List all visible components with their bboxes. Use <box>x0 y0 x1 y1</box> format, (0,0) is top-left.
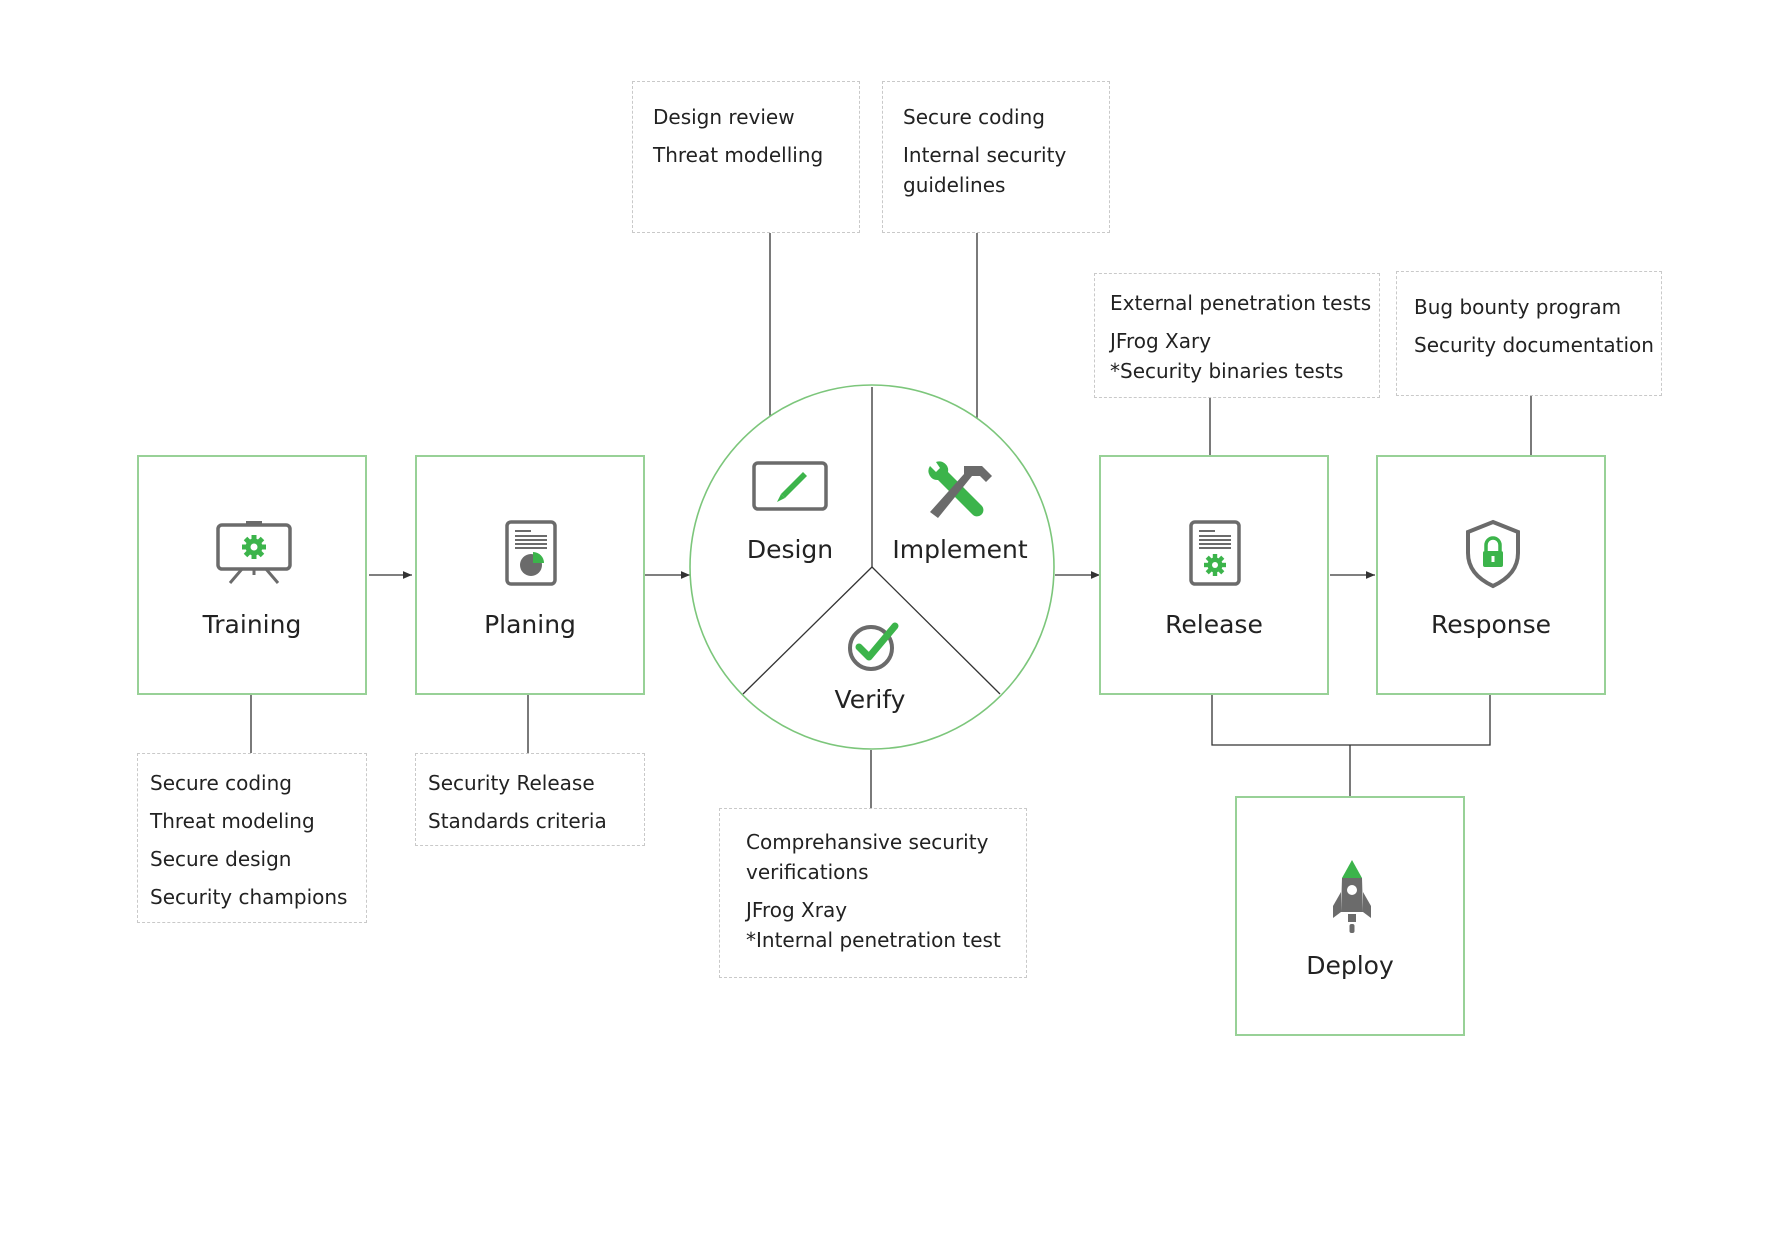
note-item: *Internal penetration test <box>746 928 1001 952</box>
note-planing: Security Release Standards criteria <box>415 753 645 846</box>
note-item: Threat modelling <box>653 143 824 167</box>
note-design: Design review Threat modelling <box>632 81 860 233</box>
note-item: Bug bounty program <box>1414 295 1622 319</box>
note-item: Security Release <box>428 771 595 795</box>
shield-lock-icon <box>1466 519 1520 589</box>
note-item: verifications <box>746 860 869 884</box>
note-item: Secure coding <box>150 771 292 795</box>
presentation-gear-icon <box>216 521 292 584</box>
note-item: Internal security <box>903 143 1067 167</box>
note-item: External penetration tests <box>1110 291 1372 315</box>
note-implement: Secure coding Internal security guidelin… <box>882 81 1110 233</box>
tablet-brush-icon <box>752 461 828 511</box>
stage-response: Response <box>1376 455 1606 695</box>
note-training: Secure coding Threat modeling Secure des… <box>137 753 367 923</box>
note-verify: Comprehansive security verifications JFr… <box>719 808 1027 978</box>
note-item: Security documentation <box>1414 333 1654 357</box>
note-item: Standards criteria <box>428 809 607 833</box>
link-release-response-deploy <box>1211 695 1491 746</box>
stage-label: Response <box>1430 610 1552 639</box>
cycle-label-design: Design <box>746 535 834 564</box>
stage-deploy: Deploy <box>1235 796 1465 1036</box>
note-item: Security champions <box>150 885 348 909</box>
document-chart-icon <box>505 520 557 586</box>
stage-planing: Planing <box>415 455 645 695</box>
hammer-wrench-icon <box>928 461 992 518</box>
note-item: JFrog Xray <box>746 898 848 922</box>
rocket-icon <box>1333 860 1371 933</box>
note-item: Secure design <box>150 847 292 871</box>
stage-training: Training <box>137 455 367 695</box>
note-release: External penetration tests JFrog Xary *S… <box>1094 273 1380 398</box>
note-item: Threat modeling <box>150 809 315 833</box>
note-item: Design review <box>653 105 795 129</box>
stage-label: Planing <box>484 610 576 639</box>
note-item: *Security binaries tests <box>1110 359 1344 383</box>
document-gear-icon <box>1189 520 1241 586</box>
note-item: Comprehansive security <box>746 830 989 854</box>
stage-release: Release <box>1099 455 1329 695</box>
cycle-label-verify: Verify <box>834 685 906 714</box>
note-item: Secure coding <box>903 105 1045 129</box>
cycle-label-implement: Implement <box>892 535 1028 564</box>
stage-label: Training <box>202 610 302 639</box>
note-item: JFrog Xary <box>1110 329 1212 353</box>
check-circle-icon <box>848 622 899 671</box>
stage-label: Release <box>1165 610 1263 639</box>
note-item: guidelines <box>903 173 1006 197</box>
stage-label: Deploy <box>1306 951 1394 980</box>
note-response: Bug bounty program Security documentatio… <box>1396 271 1662 396</box>
